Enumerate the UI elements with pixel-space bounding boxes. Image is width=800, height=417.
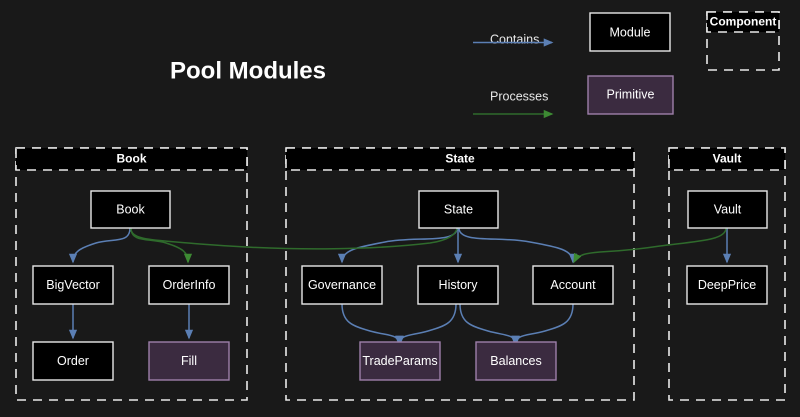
node-book[interactable]: Book bbox=[90, 190, 171, 229]
edge-vault-to-account bbox=[573, 227, 727, 264]
node-deepprice[interactable]: DeepPrice bbox=[686, 265, 768, 305]
edge-account-to-balances bbox=[511, 303, 574, 346]
node-fill-box bbox=[148, 341, 230, 381]
node-vault[interactable]: Vault bbox=[687, 190, 768, 229]
node-order[interactable]: Order bbox=[32, 341, 114, 381]
legend-processes: Processes bbox=[473, 89, 554, 119]
legend-component-label: Component bbox=[710, 15, 777, 29]
component-vault[interactable]: Vault bbox=[668, 147, 786, 401]
component-vault-header bbox=[668, 147, 786, 171]
node-state-box bbox=[418, 190, 499, 229]
component-state-title: State bbox=[445, 152, 475, 166]
node-vault-box bbox=[687, 190, 768, 229]
node-balances-label: Balances bbox=[490, 354, 541, 368]
node-governance-box bbox=[301, 265, 383, 305]
component-state-header bbox=[285, 147, 635, 171]
legend-processes-label: Processes bbox=[490, 89, 548, 103]
edge-governance-to-tradeparams bbox=[341, 303, 404, 346]
node-state[interactable]: State bbox=[418, 190, 499, 229]
edge-history-to-tradeparams bbox=[395, 303, 457, 346]
component-vault-title: Vault bbox=[713, 152, 742, 166]
legend-component-swatch: Component bbox=[706, 11, 780, 71]
node-tradeparams[interactable]: TradeParams bbox=[359, 341, 441, 381]
node-history[interactable]: History bbox=[417, 265, 499, 305]
edge-book-processes-trunk bbox=[130, 228, 458, 250]
edge-book-to-bigvector bbox=[68, 227, 131, 264]
node-bigvector-box bbox=[32, 265, 114, 305]
node-book-box bbox=[90, 190, 171, 229]
node-account-label: Account bbox=[550, 278, 596, 292]
edge-history-to-balances bbox=[459, 303, 520, 346]
node-history-label: History bbox=[439, 278, 479, 292]
node-book-label: Book bbox=[116, 202, 145, 216]
node-account[interactable]: Account bbox=[532, 265, 614, 305]
legend-contains: Contains bbox=[473, 32, 554, 47]
edge-state-to-account bbox=[458, 227, 578, 264]
node-deepprice-label: DeepPrice bbox=[698, 278, 756, 292]
node-orderinfo[interactable]: OrderInfo bbox=[148, 265, 230, 305]
node-fill-label: Fill bbox=[181, 354, 197, 368]
component-book-title: Book bbox=[117, 152, 147, 166]
legend-primitive-label: Primitive bbox=[607, 87, 655, 101]
edge-book-to-orderinfo bbox=[130, 227, 193, 264]
node-history-box bbox=[417, 265, 499, 305]
node-orderinfo-box bbox=[148, 265, 230, 305]
node-account-box bbox=[532, 265, 614, 305]
component-vault-frame bbox=[668, 147, 786, 401]
legend-contains-label: Contains bbox=[490, 32, 539, 46]
component-book[interactable]: Book bbox=[15, 147, 248, 401]
node-order-box bbox=[32, 341, 114, 381]
legend-primitive-swatch: Primitive bbox=[587, 75, 674, 115]
legend-primitive-box bbox=[587, 75, 674, 115]
legend-module-swatch: Module bbox=[589, 12, 671, 52]
legend-module-label: Module bbox=[610, 25, 651, 39]
page-title: Pool Modules bbox=[170, 57, 326, 84]
node-balances-box bbox=[475, 341, 557, 381]
node-vault-label: Vault bbox=[714, 202, 742, 216]
component-state-frame bbox=[285, 147, 635, 401]
node-order-label: Order bbox=[57, 354, 89, 368]
node-governance-label: Governance bbox=[308, 278, 376, 292]
node-state-label: State bbox=[444, 202, 473, 216]
node-fill[interactable]: Fill bbox=[148, 341, 230, 381]
node-balances[interactable]: Balances bbox=[475, 341, 557, 381]
node-bigvector[interactable]: BigVector bbox=[32, 265, 114, 305]
component-book-header bbox=[15, 147, 248, 171]
node-bigvector-label: BigVector bbox=[46, 278, 100, 292]
legend-module-box bbox=[589, 12, 671, 52]
component-state[interactable]: State bbox=[285, 147, 635, 401]
node-deepprice-box bbox=[686, 265, 768, 305]
node-tradeparams-label: TradeParams bbox=[362, 354, 437, 368]
node-tradeparams-box bbox=[359, 341, 441, 381]
node-governance[interactable]: Governance bbox=[301, 265, 383, 305]
node-orderinfo-label: OrderInfo bbox=[163, 278, 216, 292]
edge-state-to-governance bbox=[337, 227, 458, 264]
legend-component-header bbox=[706, 11, 780, 33]
edge-layer bbox=[68, 227, 732, 346]
